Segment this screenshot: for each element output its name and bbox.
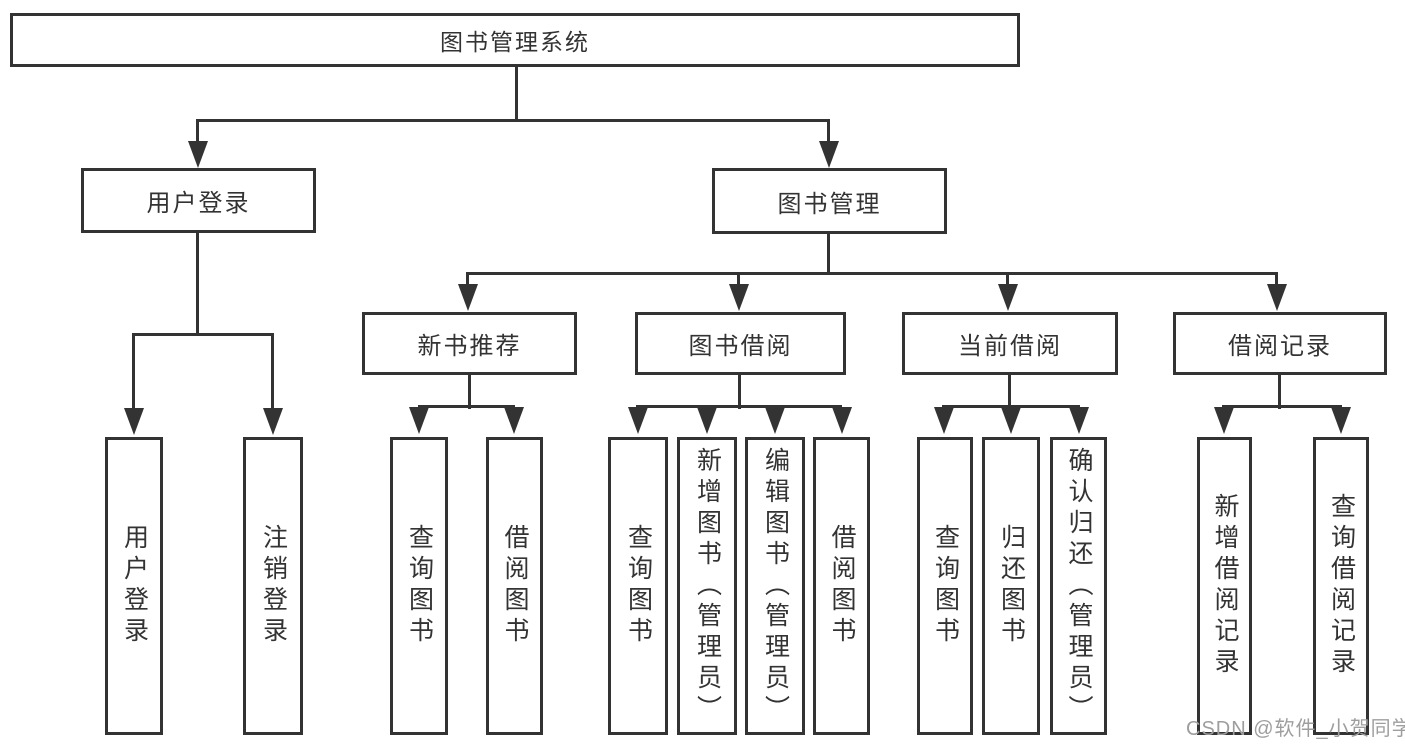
- arrow-down-icon: [628, 407, 648, 434]
- connector-line: [132, 333, 274, 336]
- connector-line: [196, 231, 199, 336]
- node-label: 图书借阅: [688, 333, 793, 360]
- node-label: 查询图书: [405, 524, 434, 648]
- connector-line: [1006, 272, 1009, 288]
- arrow-down-icon: [934, 407, 954, 434]
- connector-line: [196, 119, 199, 147]
- node-label: 注销登录: [259, 524, 288, 648]
- connector-line: [1275, 272, 1278, 288]
- node-leaf-cb-return: 归还图书: [982, 437, 1040, 735]
- node-leaf-cb-query: 查询图书: [917, 437, 973, 735]
- arrow-down-icon: [263, 408, 283, 435]
- node-label: 新书推荐: [417, 333, 522, 360]
- node-book-mgmt: 图书管理: [712, 168, 947, 234]
- node-leaf-br-add: 新增借阅记录: [1197, 437, 1252, 735]
- node-label: 编辑图书（管理员）: [761, 446, 790, 726]
- node-label: 图书管理: [777, 190, 882, 218]
- connector-line: [636, 405, 842, 408]
- connector-line: [466, 272, 469, 288]
- node-borrow-records: 借阅记录: [1173, 312, 1387, 375]
- arrow-down-icon: [729, 284, 749, 311]
- arrow-down-icon: [1214, 407, 1234, 434]
- arrow-down-icon: [697, 407, 717, 434]
- arrow-down-icon: [1267, 284, 1287, 311]
- node-leaf-logout: 注销登录: [243, 437, 303, 735]
- arrow-down-icon: [504, 407, 524, 434]
- node-label: 新增借阅记录: [1211, 493, 1239, 679]
- connector-line: [418, 405, 515, 408]
- arrow-down-icon: [124, 408, 144, 435]
- node-book-borrow: 图书借阅: [635, 312, 846, 375]
- node-label: 当前借阅: [958, 333, 1062, 360]
- node-label: 新增图书（管理员）: [693, 446, 722, 726]
- connector-line: [827, 232, 830, 275]
- node-label: 查询借阅记录: [1327, 493, 1356, 679]
- node-label: 归还图书: [997, 524, 1026, 648]
- connector-line: [468, 373, 471, 409]
- connector-line: [1008, 373, 1011, 409]
- node-leaf-nb-query: 查询图书: [390, 437, 448, 735]
- connector-line: [466, 272, 1278, 275]
- node-root: 图书管理系统: [10, 13, 1020, 67]
- connector-line: [515, 66, 518, 122]
- node-leaf-bb-borrow: 借阅图书: [813, 437, 870, 735]
- node-label: 用户登录: [146, 190, 251, 217]
- node-leaf-bb-add: 新增图书（管理员）: [677, 437, 737, 735]
- arrow-down-icon: [1001, 407, 1021, 434]
- connector-line: [738, 373, 741, 409]
- node-label: 借阅图书: [501, 524, 529, 648]
- node-leaf-user-login: 用户登录: [105, 437, 163, 735]
- node-leaf-nb-borrow: 借阅图书: [486, 437, 543, 735]
- arrow-down-icon: [832, 407, 852, 434]
- node-current-borrow: 当前借阅: [902, 312, 1118, 375]
- connector-line: [1278, 373, 1281, 409]
- connector-line: [1222, 405, 1342, 408]
- connector-line: [271, 333, 274, 413]
- node-new-book: 新书推荐: [362, 312, 577, 375]
- node-leaf-br-query: 查询借阅记录: [1313, 437, 1369, 735]
- arrow-down-icon: [409, 407, 429, 434]
- connector-line: [196, 119, 830, 122]
- node-label: 借阅记录: [1228, 333, 1332, 360]
- arrow-down-icon: [765, 407, 785, 434]
- node-label: 查询图书: [931, 524, 960, 648]
- connector-line: [942, 405, 1080, 408]
- arrow-down-icon: [1331, 407, 1351, 434]
- node-label: 确认归还（管理员）: [1065, 446, 1093, 726]
- node-label: 用户登录: [120, 524, 149, 648]
- node-leaf-bb-edit: 编辑图书（管理员）: [745, 437, 805, 735]
- node-label: 图书管理系统: [440, 29, 590, 55]
- arrow-down-icon: [1069, 407, 1089, 434]
- arrow-down-icon: [188, 141, 208, 168]
- connector-line: [737, 272, 740, 288]
- arrow-down-icon: [819, 141, 839, 168]
- arrow-down-icon: [458, 284, 478, 311]
- node-label: 借阅图书: [828, 524, 856, 648]
- connector-line: [132, 333, 135, 413]
- node-leaf-cb-confirm: 确认归还（管理员）: [1050, 437, 1107, 735]
- node-user-login: 用户登录: [81, 168, 316, 233]
- node-label: 查询图书: [624, 524, 653, 648]
- connector-line: [827, 119, 830, 147]
- node-leaf-bb-query: 查询图书: [608, 437, 668, 735]
- csdn-watermark: CSDN @软件_小贺同学: [1186, 718, 1405, 740]
- arrow-down-icon: [998, 284, 1018, 311]
